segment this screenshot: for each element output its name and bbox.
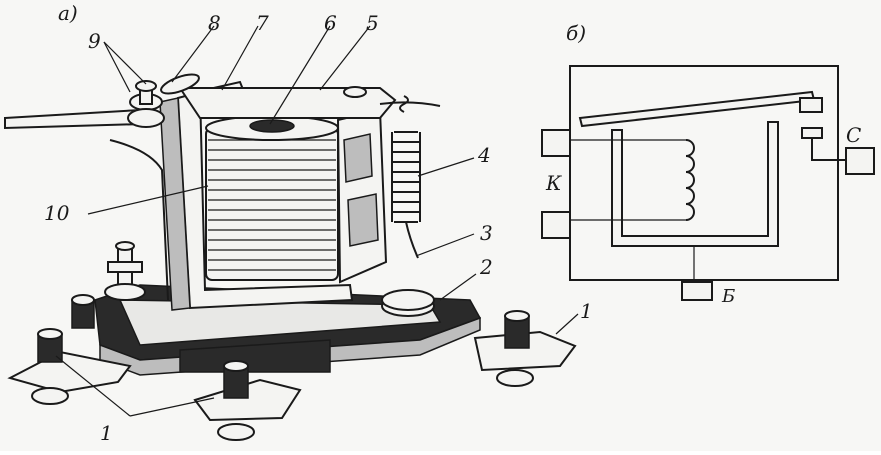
schematic-armature-pivot	[799, 97, 823, 113]
terminal-post	[104, 241, 146, 301]
mounting-foot-front	[193, 360, 302, 441]
schematic-contact-c	[801, 127, 823, 139]
adjustment-screw-assembly	[127, 73, 200, 128]
schematic-terminal-b	[681, 281, 713, 301]
callout-3: 3	[480, 221, 493, 245]
schematic-terminal-c	[845, 147, 875, 175]
callout-1-right: 1	[580, 299, 593, 323]
coil-winding	[205, 115, 339, 281]
contact-arm	[4, 108, 144, 130]
callout-10: 10	[44, 201, 70, 225]
return-spring	[391, 95, 421, 259]
callout-1-left: 1	[100, 421, 113, 445]
schematic-terminal-k-top	[541, 129, 571, 157]
relay-schematic: б) С К Б	[541, 21, 875, 307]
schematic-label-c: С	[846, 123, 861, 147]
callout-2: 2	[479, 255, 493, 279]
callout-8: 8	[208, 11, 221, 35]
stop-pad	[381, 289, 435, 317]
schematic-armature	[578, 90, 816, 128]
leader-lines	[55, 25, 579, 417]
armature-plate	[178, 86, 441, 119]
coil-turns	[208, 139, 336, 271]
schematic-label-b: Б	[721, 286, 735, 307]
mounting-foot-right	[473, 310, 577, 387]
callout-5: 5	[366, 11, 379, 35]
relay-perspective-drawing: а) 9 8 7 6 5 4 3 2 10 1 1	[4, 1, 593, 445]
mounting-foot-left	[7, 328, 132, 405]
callout-7: 7	[256, 11, 269, 35]
callout-6: 6	[324, 11, 337, 35]
panel-a-label: а)	[58, 1, 78, 25]
schematic-label-k: К	[545, 171, 562, 195]
coil-bobbin-flange	[336, 108, 388, 284]
callout-9: 9	[88, 29, 101, 53]
schematic-core	[611, 121, 779, 247]
rear-screw-post	[71, 294, 95, 329]
schematic-coil	[685, 139, 695, 221]
panel-b-label: б)	[566, 21, 586, 45]
schematic-terminal-k-bottom	[541, 211, 571, 239]
callout-4: 4	[477, 143, 491, 167]
schematic-housing	[569, 65, 839, 281]
